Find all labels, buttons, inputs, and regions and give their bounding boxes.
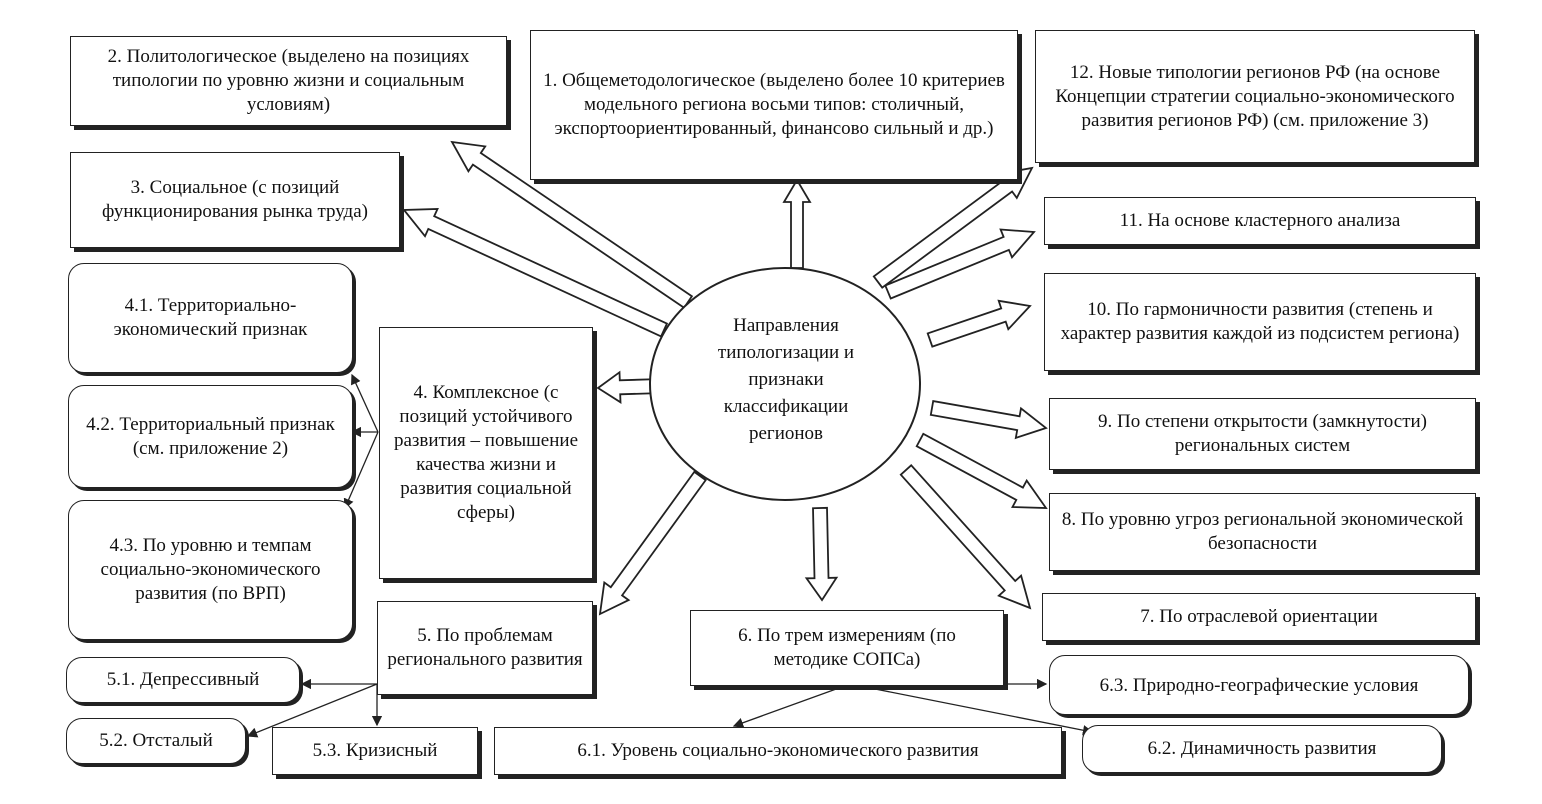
arrow-to-node-7 — [899, 464, 1032, 610]
arrow-to-node-1 — [782, 178, 812, 269]
arrow-to-node-2 — [450, 140, 694, 310]
arrow-to-node-6 — [804, 506, 839, 602]
node-6-three-dimensions: 6. По трем измерениям (по методике СОПСа… — [690, 610, 1004, 686]
node-6-3-natural-geographic: 6.3. Природно-географические условия — [1049, 655, 1469, 715]
link-4-to-4-3 — [343, 431, 379, 510]
node-4-1-territorial-economic: 4.1. Территориально-экономический призна… — [68, 263, 353, 373]
node-5-3-crisis: 5.3. Кризисный — [272, 727, 478, 775]
arrow-to-node-3 — [402, 208, 669, 338]
arrow-to-node-11 — [884, 228, 1036, 300]
node-5-regional-problems: 5. По проблемам регионального развития — [377, 601, 593, 695]
node-2-political: 2. Политологическое (выделено на позиция… — [70, 36, 507, 126]
node-10-harmony: 10. По гармоничности развития (степень и… — [1044, 273, 1476, 371]
node-12-new-typologies: 12. Новые типологии регионов РФ (на осно… — [1035, 30, 1475, 163]
node-4-2-territorial: 4.2. Территориальный признак (см. прилож… — [68, 385, 353, 488]
node-9-openness: 9. По степени открытости (замкнутости) р… — [1049, 398, 1476, 470]
node-11-cluster: 11. На основе кластерного анализа — [1044, 197, 1476, 245]
link-4-to-4-1 — [351, 373, 379, 433]
node-7-sectoral: 7. По отраслевой ориентации — [1042, 593, 1476, 641]
node-6-1-socioeconomic-level: 6.1. Уровень социально-экономического ра… — [494, 727, 1062, 775]
node-4-complex: 4. Комплексное (с позиций устойчивого ра… — [379, 327, 593, 579]
arrow-to-node-9 — [929, 400, 1048, 440]
node-1-methodological: 1. Общеметодологическое (выделено более … — [530, 30, 1018, 180]
node-8-security: 8. По уровню угроз региональной экономич… — [1049, 493, 1476, 571]
node-5-1-depressive: 5.1. Депрессивный — [66, 657, 300, 703]
arrow-to-node-5 — [598, 470, 707, 616]
arrow-to-node-10 — [926, 299, 1032, 348]
node-5-2-backward: 5.2. Отсталый — [66, 718, 246, 764]
node-4-3-socioeconomic-level: 4.3. По уровню и темпам социально-эконом… — [68, 500, 353, 640]
node-6-2-dynamism: 6.2. Динамичность развития — [1082, 725, 1442, 773]
node-3-social: 3. Социальное (с позиций функционировани… — [70, 152, 400, 248]
arrow-to-node-8 — [915, 432, 1048, 509]
link-6-to-6-1 — [732, 683, 851, 728]
center-ellipse — [649, 267, 921, 501]
center-label: Направления типологизации и признаки кла… — [717, 315, 855, 444]
link-6-to-6-2 — [849, 683, 1094, 736]
link-5-to-5-2 — [246, 683, 378, 738]
